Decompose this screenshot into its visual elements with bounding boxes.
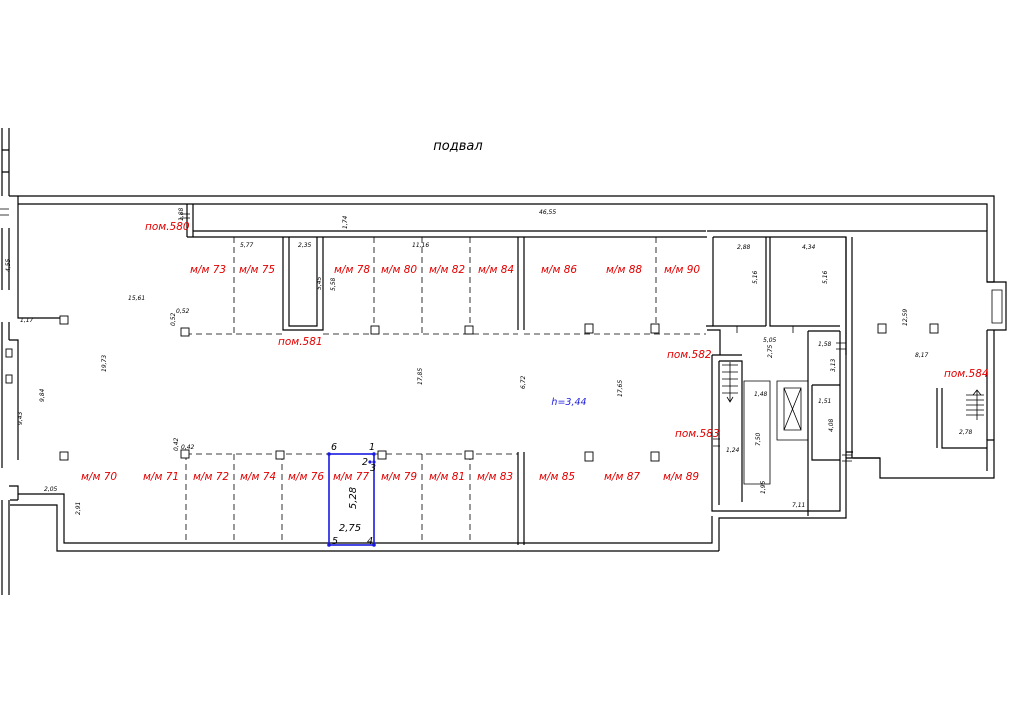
dimension-label: 9,84 <box>39 388 46 402</box>
vertex-label-4: 4 <box>367 536 373 547</box>
plan-title: подвал <box>433 139 482 154</box>
dimension-label: 1,24 <box>726 447 740 454</box>
dimension-label: 5,16 <box>752 270 759 284</box>
vertex-marker-1 <box>372 452 376 456</box>
dimension-label: 5,77 <box>240 242 254 249</box>
dimension-label: 17,65 <box>617 380 624 397</box>
ceiling-height-label: h=3,44 <box>551 397 586 408</box>
highlighted-space-77[interactable]: 5,28 2,75 1 2 3 4 5 6 <box>327 442 376 547</box>
dimension-label: 8,17 <box>915 352 929 359</box>
parking-space-label[interactable]: м/м 74 <box>240 471 276 483</box>
dimension-label: 6,72 <box>520 375 527 389</box>
parking-labels-bottom: м/м 70 м/м 71 м/м 72 м/м 74 м/м 76 м/м 7… <box>81 471 699 483</box>
dimension-label: 1,51 <box>818 398 831 405</box>
vertex-marker-3 <box>372 460 376 464</box>
highlight-width: 2,75 <box>339 523 361 534</box>
vertex-label-3: 3 <box>370 463 376 474</box>
dimension-label: 2,75 <box>767 344 774 358</box>
dimension-label: 15,61 <box>128 295 145 302</box>
dimension-label: 7,50 <box>755 432 762 446</box>
parking-space-label[interactable]: м/м 73 <box>190 264 226 276</box>
dimension-label: 2,78 <box>959 429 973 436</box>
parking-space-label[interactable]: м/м 79 <box>381 471 417 483</box>
dimension-label: 4,55 <box>5 258 12 272</box>
dimension-label: 1,88 <box>178 207 185 221</box>
dimension-label: 5,45 <box>316 276 323 290</box>
dimension-label: 0,52 <box>170 312 177 326</box>
dimension-label: 5,58 <box>330 277 337 291</box>
parking-space-label[interactable]: м/м 82 <box>429 264 465 276</box>
dimension-label: 17,85 <box>417 368 424 385</box>
dimension-label: 3,13 <box>830 358 837 372</box>
dimension-label: 2,88 <box>737 244 751 251</box>
dimension-label: 5,16 <box>822 270 829 284</box>
parking-labels-top: м/м 73 м/м 75 м/м 78 м/м 80 м/м 82 м/м 8… <box>190 264 700 276</box>
dimension-label: 4,34 <box>802 244 816 251</box>
dimension-label: 4,08 <box>828 418 835 432</box>
structural-columns <box>5 213 939 462</box>
room-label[interactable]: пом.581 <box>278 336 323 348</box>
dimension-label: 0,42 <box>173 437 180 451</box>
highlighted-space-outline <box>328 453 375 546</box>
dimension-label: 0,52 <box>176 308 190 315</box>
dimension-labels: 46,55 1,88 1,74 5,77 2,35 11,16 2,88 4,3… <box>5 207 973 515</box>
parking-space-label[interactable]: м/м 87 <box>604 471 640 483</box>
parking-space-label[interactable]: м/м 76 <box>288 471 324 483</box>
parking-space-label[interactable]: м/м 70 <box>81 471 117 483</box>
dimension-label: 1,95 <box>760 480 767 494</box>
parking-space-label[interactable]: м/м 77 <box>333 471 369 483</box>
vertex-marker-6 <box>327 452 331 456</box>
vertex-label-6: 6 <box>331 442 337 453</box>
parking-space-label[interactable]: м/м 85 <box>539 471 575 483</box>
dimension-label: 5,05 <box>763 337 777 344</box>
dimension-label: 12,59 <box>902 309 909 326</box>
dimension-label: 11,16 <box>412 242 429 249</box>
highlight-length: 5,28 <box>348 487 359 509</box>
vertex-marker-5 <box>327 543 331 547</box>
room-labels: пом.580 пом.581 пом.582 пом.583 пом.584 <box>145 221 989 440</box>
dimension-label: 1,58 <box>818 341 832 348</box>
parking-space-label[interactable]: м/м 89 <box>663 471 699 483</box>
dimension-label: 1,17 <box>20 317 34 324</box>
dimension-label: 1,48 <box>754 391 768 398</box>
inner-walls <box>186 204 987 545</box>
dimension-label: 46,55 <box>539 209 556 216</box>
parking-space-label[interactable]: м/м 81 <box>429 471 465 483</box>
stair-and-lift <box>722 362 984 485</box>
dimension-label: 19,73 <box>101 355 108 372</box>
vertex-label-1: 1 <box>369 442 375 453</box>
parking-space-label[interactable]: м/м 75 <box>239 264 275 276</box>
room-label[interactable]: пом.583 <box>675 428 720 440</box>
parking-space-label[interactable]: м/м 71 <box>143 471 179 483</box>
room-label[interactable]: пом.582 <box>667 349 712 361</box>
dimension-label: 2,05 <box>44 486 58 493</box>
dimension-label: 9,43 <box>17 411 24 425</box>
parking-space-label[interactable]: м/м 90 <box>664 264 700 276</box>
vertex-label-2: 2 <box>362 457 368 468</box>
parking-space-label[interactable]: м/м 84 <box>478 264 514 276</box>
dimension-label: 0,42 <box>181 444 195 451</box>
dimension-label: 2,35 <box>298 242 312 249</box>
vertex-label-5: 5 <box>332 536 338 547</box>
parking-space-label[interactable]: м/м 83 <box>477 471 513 483</box>
parking-space-label[interactable]: м/м 72 <box>193 471 229 483</box>
parking-bay-lines <box>185 237 706 543</box>
parking-space-label[interactable]: м/м 88 <box>606 264 642 276</box>
parking-space-label[interactable]: м/м 78 <box>334 264 370 276</box>
parking-space-label[interactable]: м/м 86 <box>541 264 577 276</box>
dimension-label: 1,74 <box>342 215 349 229</box>
vertex-marker-2 <box>368 460 372 464</box>
vertex-marker-4 <box>372 543 376 547</box>
left-building-walls <box>0 128 18 595</box>
outer-walls <box>9 195 1007 552</box>
room-label[interactable]: пом.580 <box>145 221 190 233</box>
dimension-label: 2,91 <box>75 502 82 515</box>
room-label[interactable]: пом.584 <box>944 368 989 380</box>
parking-space-label[interactable]: м/м 80 <box>381 264 417 276</box>
dimension-label: 7,11 <box>792 502 805 509</box>
